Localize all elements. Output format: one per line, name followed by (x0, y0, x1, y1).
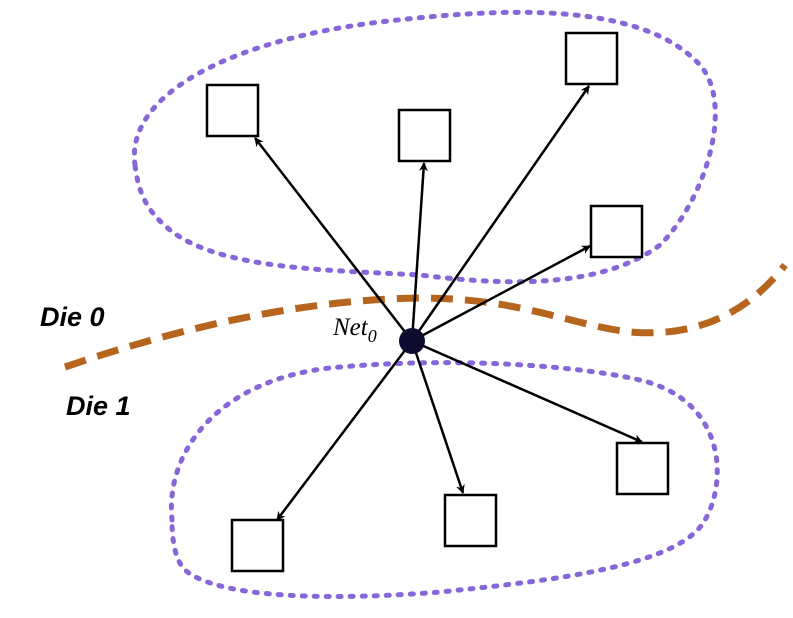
cell-die0-a (205, 83, 260, 138)
edge-to-cell-die1-a (276, 340, 413, 521)
net-label: Net0 (332, 314, 377, 346)
edge-to-cell-die0-d (411, 244, 591, 343)
cell-die0-b (397, 108, 452, 163)
net-label-subscript: 0 (368, 326, 377, 346)
cell-die1-b (443, 493, 498, 548)
edge-to-cell-die0-c (410, 85, 591, 342)
die1-label: Die 1 (66, 391, 131, 421)
edge-to-cell-die1-c (411, 339, 643, 444)
net-edges (254, 85, 643, 521)
edge-to-cell-die0-b (410, 162, 428, 342)
cell-die1-c (615, 441, 670, 496)
cell-die1-a (230, 518, 285, 573)
die0-label: Die 0 (40, 302, 105, 332)
cells (205, 31, 670, 573)
die1-cluster-outline (168, 360, 720, 600)
edge-to-cell-die1-b (410, 340, 465, 494)
edge-to-cell-die0-a (254, 137, 413, 342)
cell-die0-d (589, 204, 644, 259)
net-source-node (399, 328, 425, 354)
die-boundary-line (63, 262, 788, 371)
net-label-name: Net (332, 314, 369, 341)
cell-die0-c (564, 31, 619, 86)
